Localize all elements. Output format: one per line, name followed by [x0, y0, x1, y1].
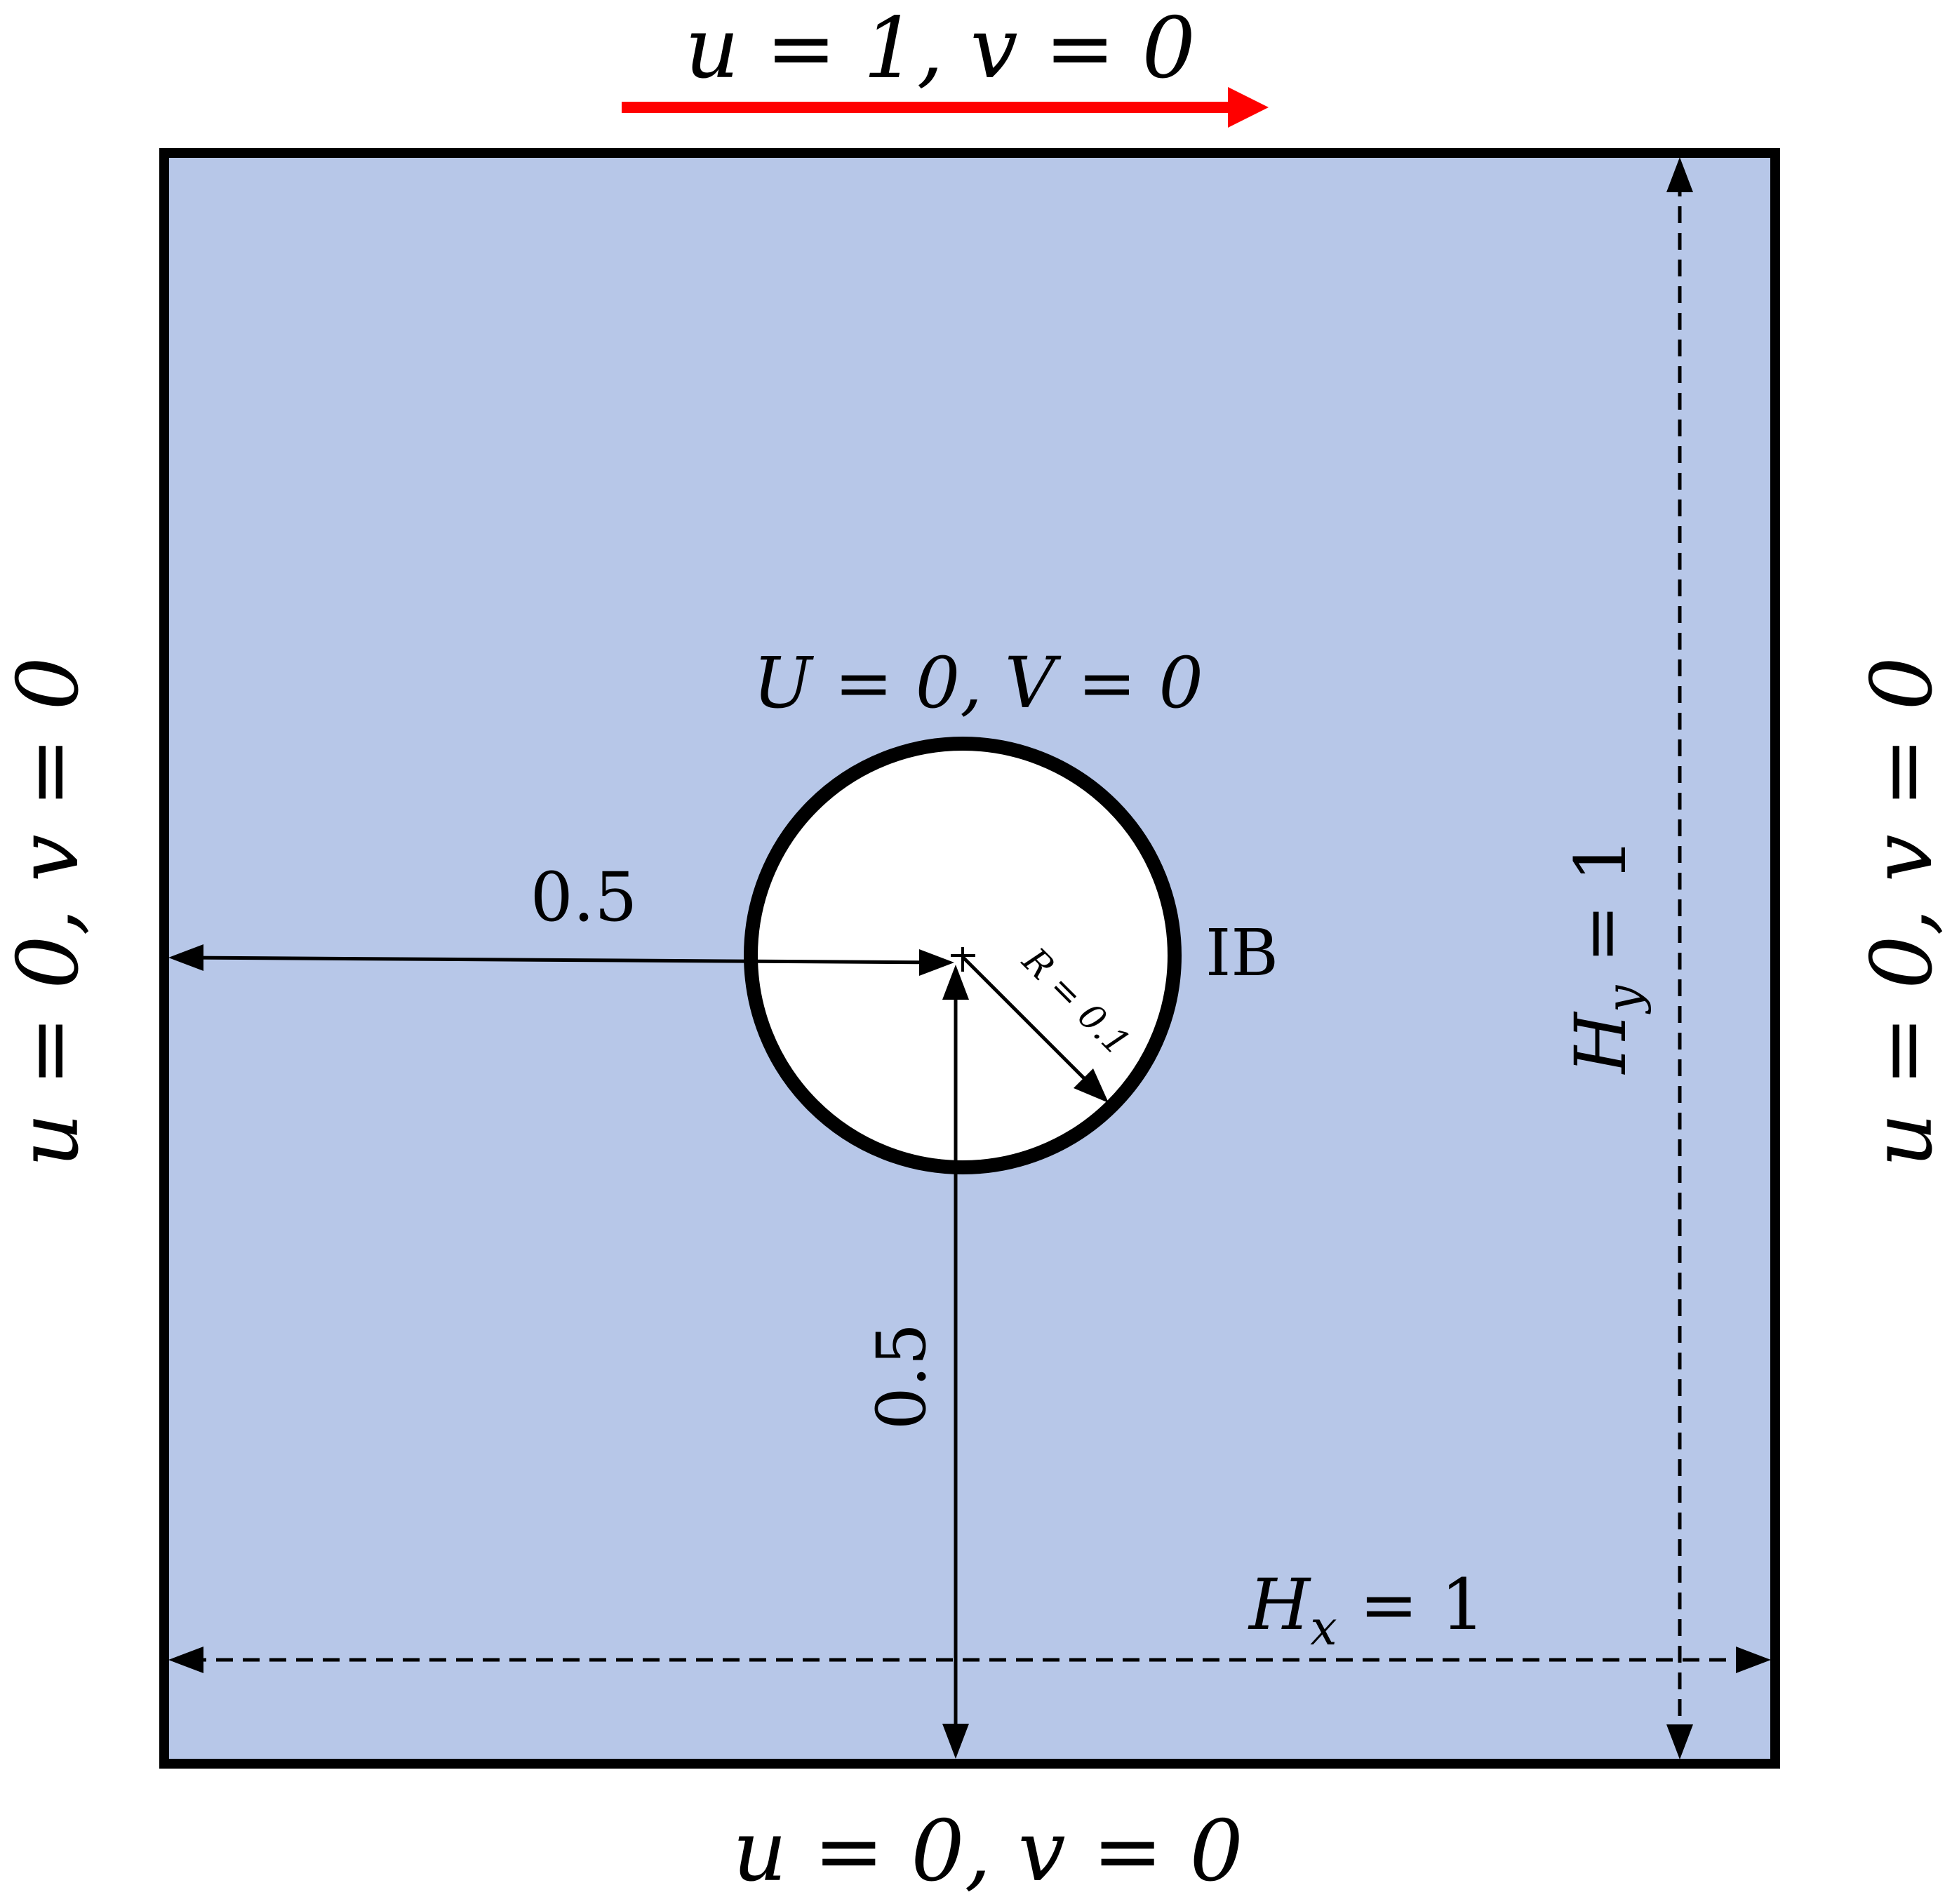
hy-symbol: H — [1560, 1011, 1642, 1075]
arrowhead — [942, 965, 969, 1000]
horizontal-offset-label: 0.5 — [530, 858, 638, 937]
hy-subscript: y — [1597, 984, 1652, 1014]
arrowhead — [942, 1724, 969, 1759]
hx-label: Hx = 1 — [1248, 1564, 1485, 1656]
hx-symbol: H — [1248, 1564, 1311, 1646]
left-boundary-condition: u = 0, v = 0 — [0, 657, 98, 1167]
arrowhead — [168, 1647, 203, 1673]
bottom-boundary-condition: u = 0, v = 0 — [733, 1803, 1243, 1900]
hy-label: Hy = 1 — [1560, 838, 1652, 1075]
right-arrow-icon — [622, 87, 1269, 128]
arrowhead — [919, 949, 954, 976]
hx-value: = 1 — [1337, 1564, 1485, 1646]
arrowhead — [1666, 1724, 1693, 1759]
arrowhead — [1666, 157, 1693, 192]
right-boundary-condition: u = 0, v = 0 — [1854, 657, 1951, 1167]
hy-value: = 1 — [1560, 838, 1642, 986]
top-boundary-condition: u = 1, v = 0 — [685, 0, 1196, 98]
hx-subscript: x — [1310, 1601, 1337, 1656]
radius-arrow — [961, 956, 1096, 1090]
arrowhead — [1736, 1647, 1771, 1673]
vertical-offset-label: 0.5 — [862, 1323, 941, 1430]
arrowhead — [1074, 1068, 1109, 1103]
ib-boundary-condition: U = 0, V = 0 — [753, 642, 1203, 724]
ib-label: IB — [1205, 916, 1278, 991]
arrowhead — [168, 944, 203, 971]
horizontal-offset-arrow — [183, 954, 949, 966]
